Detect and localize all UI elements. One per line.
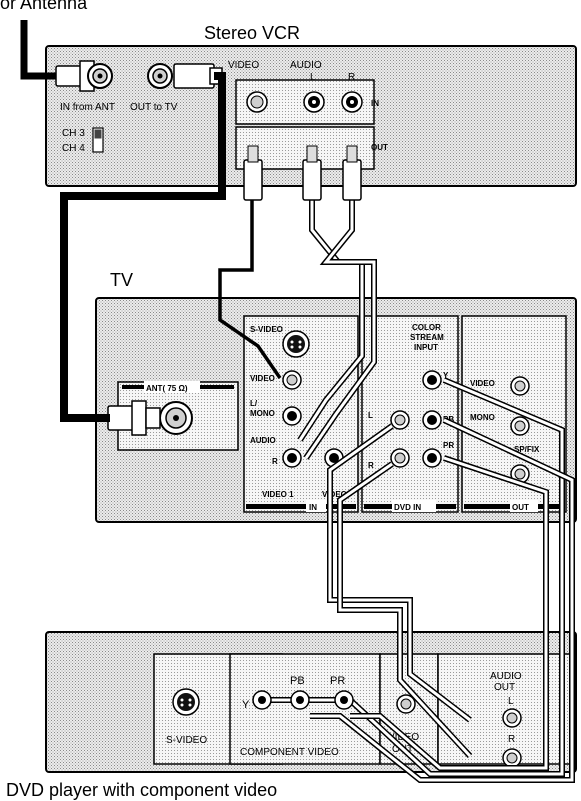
vcr-in-jacks [246,91,363,113]
tv-lmono-label-2: MONO [250,409,275,418]
dvd-audio-cables [327,423,473,759]
dvd-r-label: R [508,734,515,745]
vcr-rca-plugs [243,145,362,201]
tv-video-label: VIDEO [250,374,275,383]
tv-out-video-label: VIDEO [470,379,495,388]
tv-video2-label: VIDEO [322,490,347,499]
vcr-in-label: IN [371,99,379,108]
tv-out-spfix-label: SP/FIX [514,445,540,454]
vcr-out-tv-label: OUT to TV [130,102,178,113]
tv-ant-label: ANT( 75 Ω) [146,384,188,393]
video-cable [218,198,282,379]
vcr-audio-label: AUDIO [290,60,322,71]
vcr-out-label: OUT [371,143,388,152]
tv-color-stream-jacks [422,370,442,468]
dvd-audio-out-label: OUT [494,682,515,693]
dvd-jacks [396,694,522,768]
vcr-ch4-label: CH 4 [62,143,85,154]
dvd-l-label: L [508,696,514,707]
tv-svideo-jack [282,330,310,358]
tv-out-mono-label: MONO [470,413,495,422]
antenna-cable [20,20,58,80]
vcr-channel-switch[interactable] [92,127,104,153]
tv-dvd-in-jacks [390,410,410,468]
vcr-ant-in-label: IN from ANT [60,102,115,113]
dvd-audio-label: AUDIO [490,671,522,682]
tv-lmono-label-1: L/ [250,399,258,408]
tv-svideo-label: S-VIDEO [250,325,283,334]
audio-cable-pair [297,198,377,460]
tv-dvd-l-label: L [368,411,373,420]
tv-r-label: R [272,457,278,466]
dvd-rca-plugs [252,690,354,710]
dvd-svideo-label: S-VIDEO [166,735,207,746]
tv-out-jacks [510,376,530,484]
tv-dvd-in-label: DVD IN [394,503,421,512]
vcr-r-label: R [348,72,355,83]
tv-in-jacks [282,370,344,468]
vcr-ant-out-connector [147,63,223,89]
tv-title: TV [110,270,133,290]
dvd-svideo-jack [172,688,200,716]
dvd-title: DVD player with component video [6,780,277,800]
tv-color-label-2: STREAM [410,333,444,342]
dvd-pb-label: PB [290,675,305,687]
tv-color-label-3: INPUT [414,343,438,352]
tv-dvd-r-label: R [368,461,374,470]
dvd-component-label: COMPONENT VIDEO [240,747,339,758]
vcr-ant-in-connector [55,60,113,92]
tv-out-label: OUT [512,503,529,512]
antenna-label: or Antenna [0,0,88,13]
rf-coax-cable [60,72,226,422]
vcr-l-label: L [310,72,316,83]
tv-y-label: Y [443,371,449,380]
tv-audio-label: AUDIO [250,436,276,445]
dvd-y-label: Y [242,699,250,711]
vcr-ch3-label: CH 3 [62,128,85,139]
tv-pr-label: PR [443,441,454,450]
vcr-video-label: VIDEO [228,60,259,71]
vcr-title: Stereo VCR [204,23,300,43]
tv-video1-label: VIDEO 1 [262,490,294,499]
tv-in-label: IN [309,503,317,512]
tv-color-label-1: COLOR [412,323,441,332]
dvd-pr-label: PR [330,675,345,687]
